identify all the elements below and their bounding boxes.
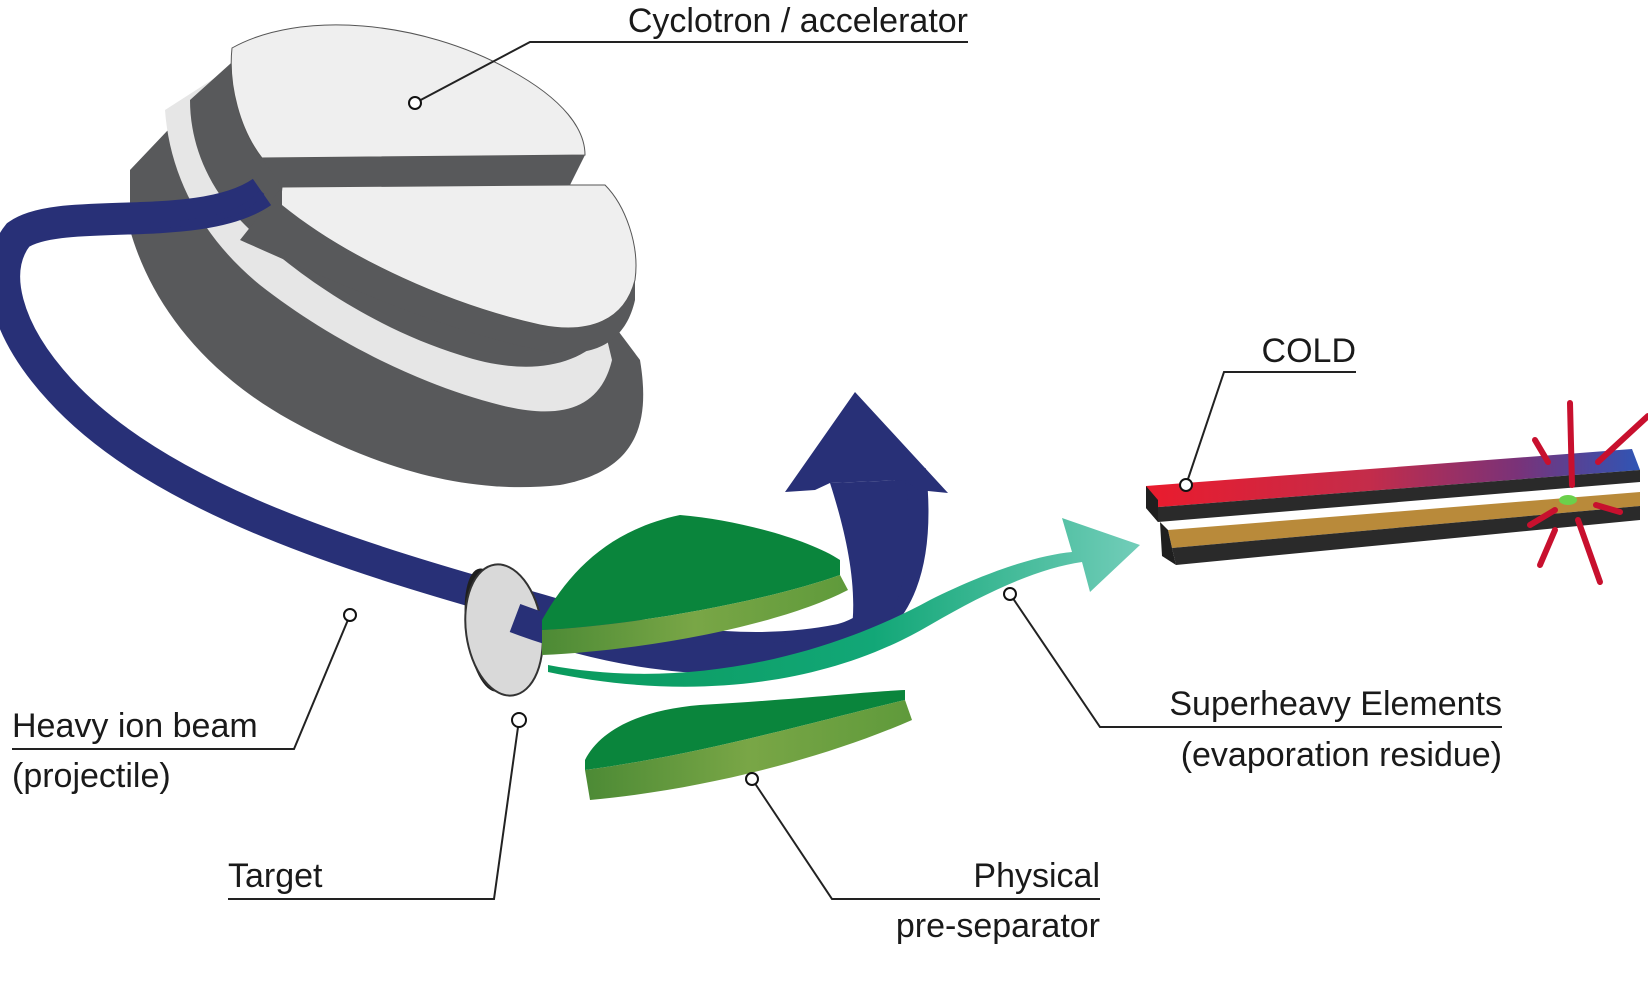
dot-cyclotron (408, 96, 422, 110)
leader-superheavy (1009, 593, 1502, 728)
cyclotron (130, 24, 644, 488)
separator-lower-top (585, 690, 905, 770)
dot-beam (343, 608, 357, 622)
label-cold: COLD (1262, 332, 1356, 370)
beam-arrow-shaft (830, 480, 909, 640)
callout-superheavy: Superheavy Elements (evaporation residue… (1003, 587, 1502, 774)
separator-lower-side (585, 700, 912, 800)
pre-separator (542, 515, 1140, 800)
callout-target: Target (228, 712, 527, 900)
label-separator-line1: Physical (973, 857, 1100, 895)
separator-upper-side (542, 575, 848, 655)
callout-pre-separator: Physical pre-separator (745, 772, 1100, 945)
spark-2 (1532, 437, 1551, 465)
spark-6 (1537, 527, 1558, 568)
spark-1 (1567, 400, 1575, 488)
spark-7 (1575, 517, 1603, 585)
spark-5 (1527, 507, 1558, 528)
label-beam-line2: (projectile) (12, 757, 171, 795)
cyclotron-lower-d-side (240, 187, 635, 353)
dot-separator (745, 772, 759, 786)
residue-stream (548, 518, 1140, 687)
label-target: Target (228, 857, 323, 895)
beam-arrow-head (785, 392, 948, 493)
dot-cold (1179, 478, 1193, 492)
dot-target (511, 712, 527, 728)
callout-heavy-ion-beam: Heavy ion beam (projectile) (12, 608, 357, 795)
detector-top-face (1146, 449, 1640, 508)
label-separator-line2: pre-separator (896, 907, 1100, 945)
detector-lower-face (1168, 492, 1640, 548)
leader-cold (1185, 371, 1356, 486)
leader-cyclotron (414, 41, 968, 104)
label-cyclotron: Cyclotron / accelerator (628, 2, 968, 40)
spark-3 (1595, 413, 1648, 465)
cold-detector (1146, 400, 1648, 585)
beam-entry (149, 190, 265, 229)
leader-target (228, 719, 520, 900)
detector-top-left-edge (1146, 486, 1158, 522)
decay-sparks (1527, 400, 1648, 585)
callout-cold: COLD (1179, 332, 1356, 492)
label-beam-line1: Heavy ion beam (12, 707, 258, 745)
detector-top-edge (1146, 470, 1640, 522)
spark-4 (1593, 502, 1623, 515)
label-superheavy-line1: Superheavy Elements (1169, 685, 1502, 723)
detector-lower-edge (1172, 506, 1640, 565)
callout-cyclotron: Cyclotron / accelerator (408, 2, 968, 110)
label-superheavy-line2: (evaporation residue) (1181, 736, 1502, 774)
leader-separator (751, 778, 1100, 900)
decay-event-spot (1559, 495, 1577, 505)
cyclotron-upper-d-top (230, 24, 586, 159)
cyclotron-dee-gap (262, 155, 585, 187)
separator-upper-top (542, 515, 840, 630)
leader-beam (12, 614, 351, 750)
detector-lower-left-edge (1160, 522, 1176, 565)
dot-superheavy (1003, 587, 1017, 601)
